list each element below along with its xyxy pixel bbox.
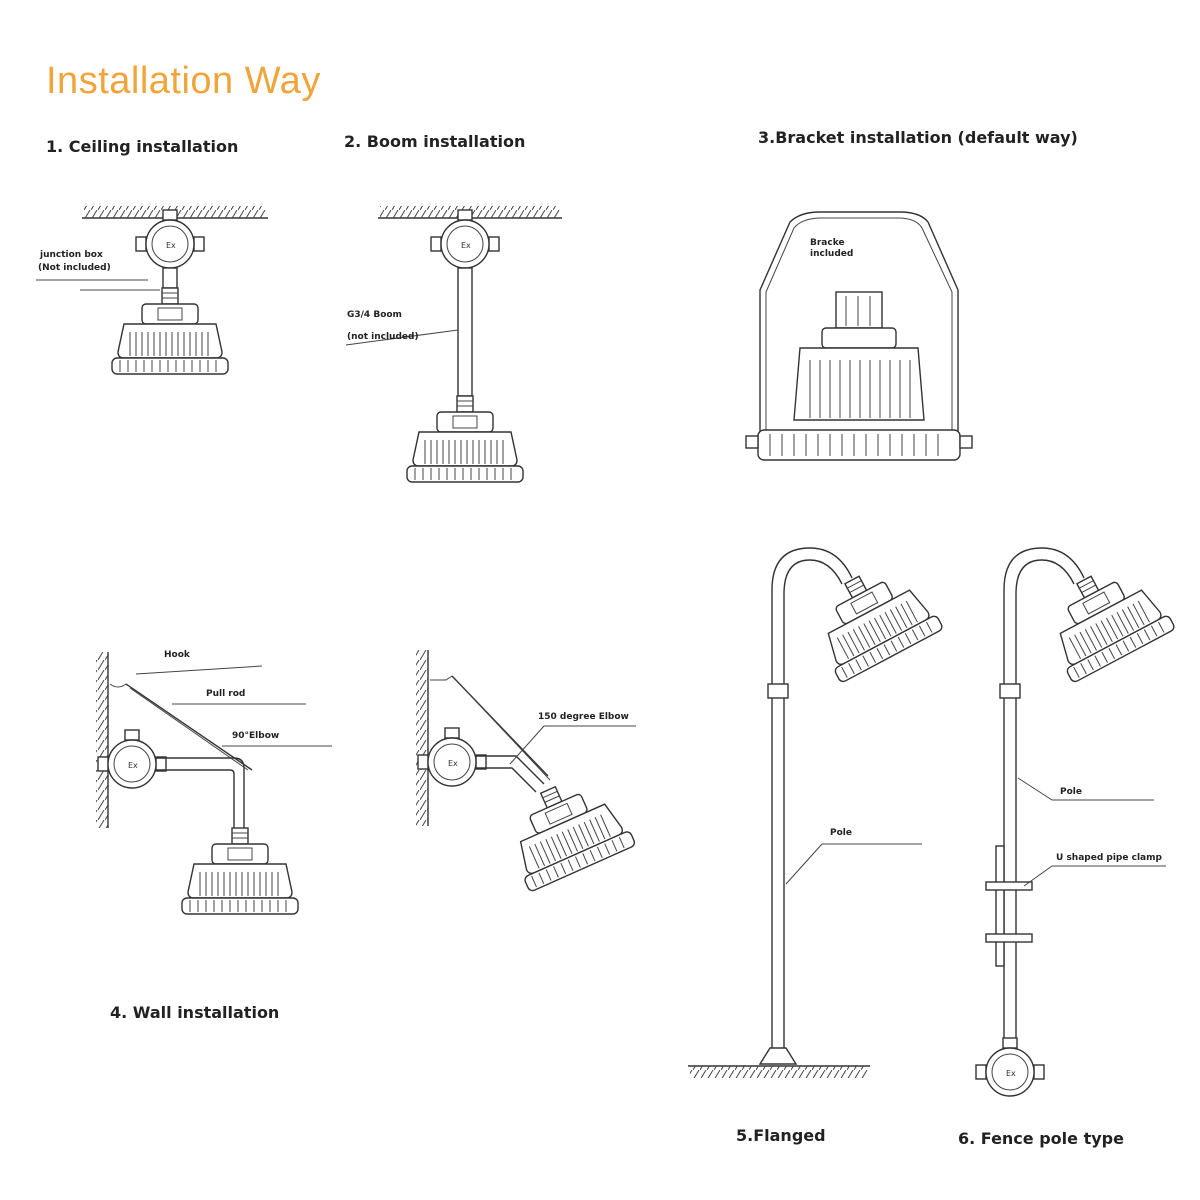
page-title: Installation Way xyxy=(46,60,321,102)
wall-installation-150-drawing xyxy=(416,650,637,893)
caption-wall: 4. Wall installation xyxy=(110,1003,280,1022)
fence-pole-drawing xyxy=(975,547,1177,1097)
label-90-elbow: 90°Elbow xyxy=(232,731,280,741)
caption-boom: 2. Boom installation xyxy=(344,132,526,151)
label-bracket-note: included xyxy=(810,249,854,259)
label-boom: G3/4 Boom xyxy=(347,310,402,320)
caption-fence-pole: 6. Fence pole type xyxy=(958,1129,1124,1148)
label-pole-flanged: Pole xyxy=(830,828,852,838)
caption-ceiling: 1. Ceiling installation xyxy=(46,137,239,156)
boom-installation-drawing xyxy=(345,206,562,483)
label-150-elbow: 150 degree Elbow xyxy=(538,712,629,722)
caption-flanged: 5.Flanged xyxy=(736,1126,826,1145)
label-junction-box-note: (Not included) xyxy=(38,263,111,273)
bracket-installation-drawing xyxy=(745,211,973,461)
ceiling-installation-drawing xyxy=(36,206,268,375)
flanged-pole-drawing xyxy=(688,547,945,1078)
label-hook: Hook xyxy=(164,650,190,660)
label-pole-fence: Pole xyxy=(1060,787,1082,797)
label-boom-note: (not included) xyxy=(347,332,419,342)
label-pull-rod: Pull rod xyxy=(206,689,246,699)
caption-bracket: 3.Bracket installation (default way) xyxy=(758,128,1078,147)
label-u-clamp: U shaped pipe clamp xyxy=(1056,853,1162,863)
label-junction-box: junction box xyxy=(40,250,103,260)
label-bracket: Bracke xyxy=(810,238,845,248)
wall-installation-elbow-drawing xyxy=(96,652,332,915)
